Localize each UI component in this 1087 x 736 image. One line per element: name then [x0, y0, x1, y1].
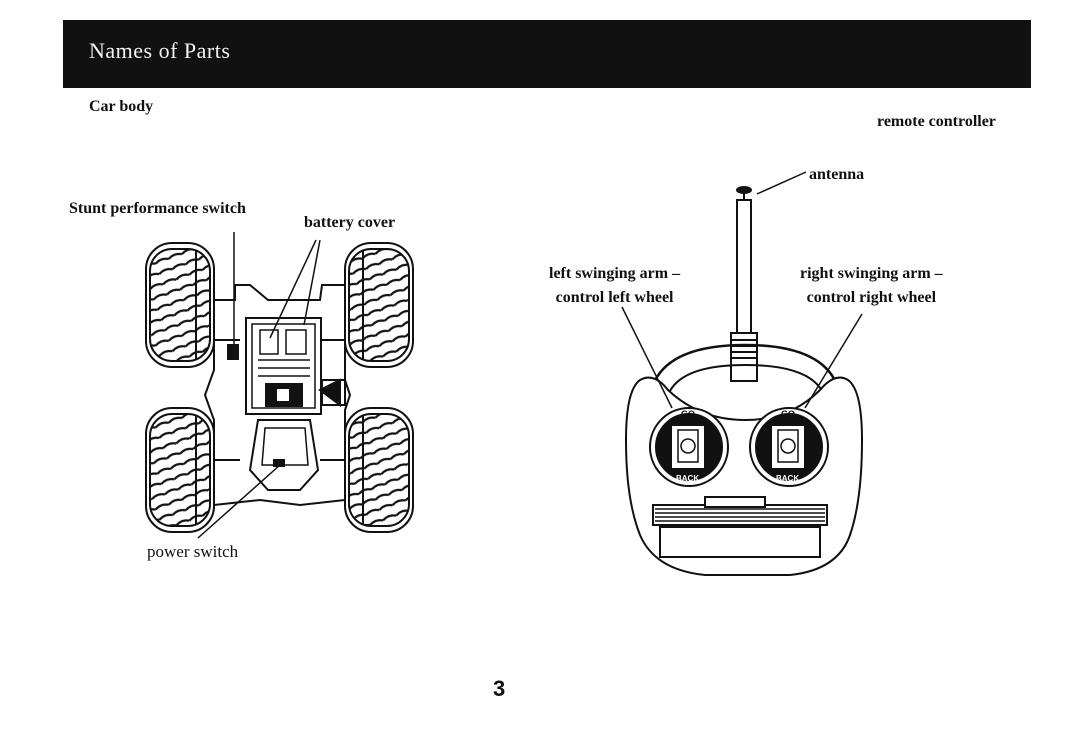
antenna: [731, 172, 806, 381]
page-number: 3: [493, 676, 505, 702]
front-left-wheel: [146, 243, 214, 367]
remote-illustration: [622, 172, 862, 575]
left-stick-back-text: BACK: [676, 474, 699, 483]
car-body-illustration: [146, 232, 413, 538]
right-stick-back-text: BACK: [776, 474, 799, 483]
right-stick-go-text: GO: [781, 409, 795, 419]
left-stick-go-text: GO: [681, 409, 695, 419]
front-right-wheel: [345, 243, 413, 367]
rear-left-wheel: [146, 408, 214, 532]
rear-right-wheel: [345, 408, 413, 532]
remote-battery-compartment: [653, 497, 827, 557]
battery-cover: [246, 318, 321, 414]
